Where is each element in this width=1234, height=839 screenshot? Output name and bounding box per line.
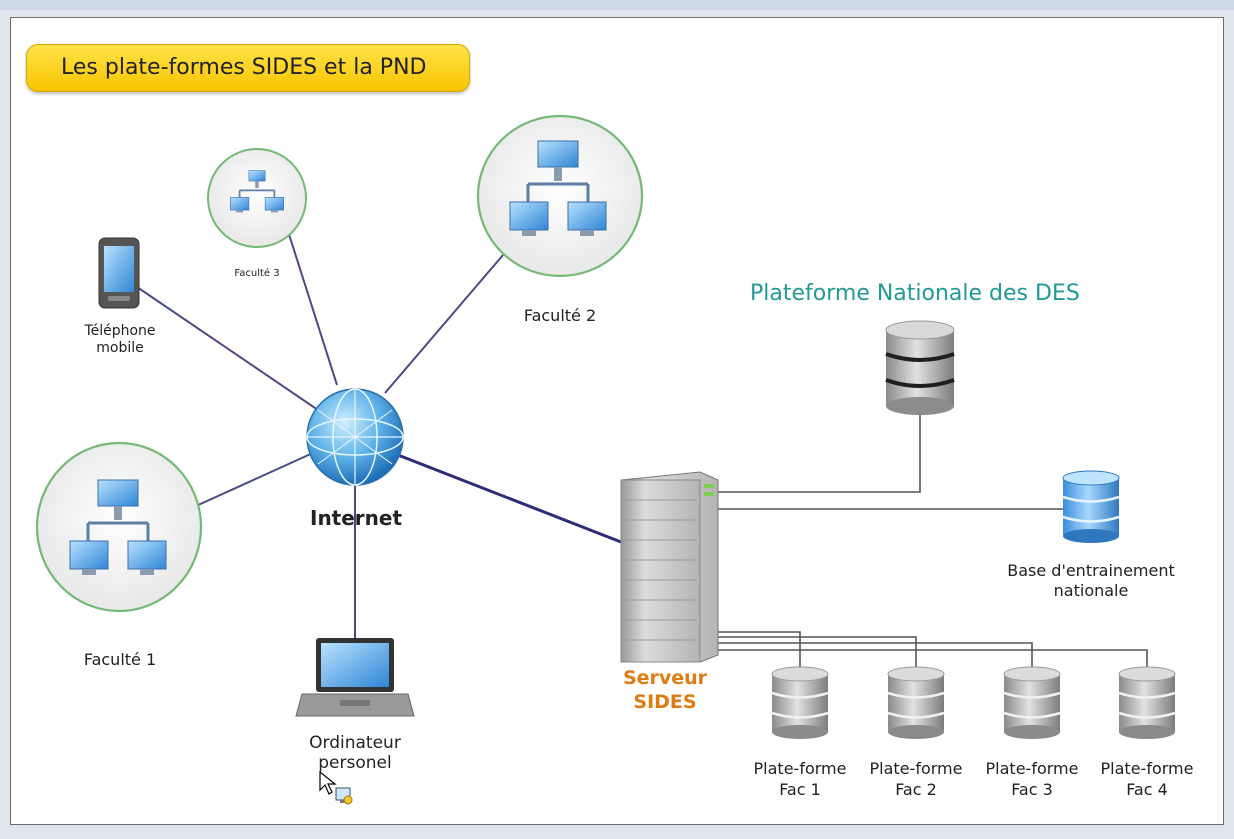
link-fac1 <box>195 451 316 507</box>
pnd-database-icon <box>885 320 955 415</box>
base-label: Base d'entrainement nationale <box>996 561 1186 601</box>
mouse-cursor-icon <box>319 770 353 805</box>
top-strip <box>0 0 1234 10</box>
laptop-label-line2: personel <box>318 753 392 773</box>
diagram-title: Les plate-formes SIDES et la PND <box>26 44 470 92</box>
link-base <box>716 490 1091 510</box>
pf3-label-line1: Plate-forme <box>985 759 1079 778</box>
faculte3-label: Faculté 3 <box>234 268 280 279</box>
laptop-label: Ordinateur personel <box>290 733 420 773</box>
serveur-label-line1: Serveur <box>622 667 708 689</box>
base-database-icon <box>1062 470 1120 543</box>
pf-database-icon-3 <box>1003 666 1061 739</box>
serveur-label-line2: SIDES <box>633 691 697 713</box>
globe-icon <box>306 388 404 486</box>
laptop-icon <box>295 638 415 717</box>
pf1-label-line1: Plate-forme <box>753 759 847 778</box>
pf-database-icon-1 <box>771 666 829 739</box>
faculte2-label: Faculté 2 <box>523 306 597 325</box>
pf-database-icon-2 <box>887 666 945 739</box>
server-tower-icon <box>620 471 719 663</box>
link-pnd <box>716 410 921 493</box>
pf4-label-line1: Plate-forme <box>1100 759 1194 778</box>
faculte3-node <box>207 148 307 248</box>
link-fac2 <box>384 254 504 394</box>
link-phone <box>136 286 319 411</box>
pf-database-icon-4 <box>1118 666 1176 739</box>
faculte1-node <box>35 441 203 613</box>
pf4-label-line2: Fac 4 <box>1126 780 1168 799</box>
pf4-label: Plate-forme Fac 4 <box>1087 758 1207 800</box>
pf1-label-line2: Fac 1 <box>779 780 821 799</box>
faculte2-node <box>476 114 644 278</box>
link-server <box>397 453 622 544</box>
link-pf4 <box>716 649 1148 668</box>
laptop-label-line1: Ordinateur <box>309 733 401 753</box>
phone-label-line2: mobile <box>96 340 144 356</box>
pf2-label: Plate-forme Fac 2 <box>856 758 976 800</box>
serveur-label: Serveur SIDES <box>610 666 720 714</box>
internet-links <box>136 227 622 638</box>
link-pf2 <box>716 636 917 668</box>
pnd-title: Plateforme Nationale des DES <box>750 281 1080 306</box>
pf3-label-line2: Fac 3 <box>1011 780 1053 799</box>
pf2-label-line2: Fac 2 <box>895 780 937 799</box>
pf2-label-line1: Plate-forme <box>869 759 963 778</box>
network-icon <box>230 170 284 213</box>
pf1-label: Plate-forme Fac 1 <box>740 758 860 800</box>
network-icon <box>509 140 607 236</box>
pf3-label: Plate-forme Fac 3 <box>972 758 1092 800</box>
phone-label-line1: Téléphone <box>84 323 156 339</box>
link-fac3 <box>286 227 338 386</box>
internet-label: Internet <box>310 506 403 530</box>
faculte1-label: Faculté 1 <box>83 650 157 669</box>
phone-label: Téléphone mobile <box>70 323 170 357</box>
network-icon <box>69 479 167 575</box>
base-label-line1: Base d'entrainement <box>1007 561 1175 580</box>
link-pf3 <box>716 642 1033 668</box>
phone-icon <box>98 237 140 309</box>
base-label-line2: nationale <box>1053 581 1129 600</box>
link-pf1 <box>716 631 801 668</box>
